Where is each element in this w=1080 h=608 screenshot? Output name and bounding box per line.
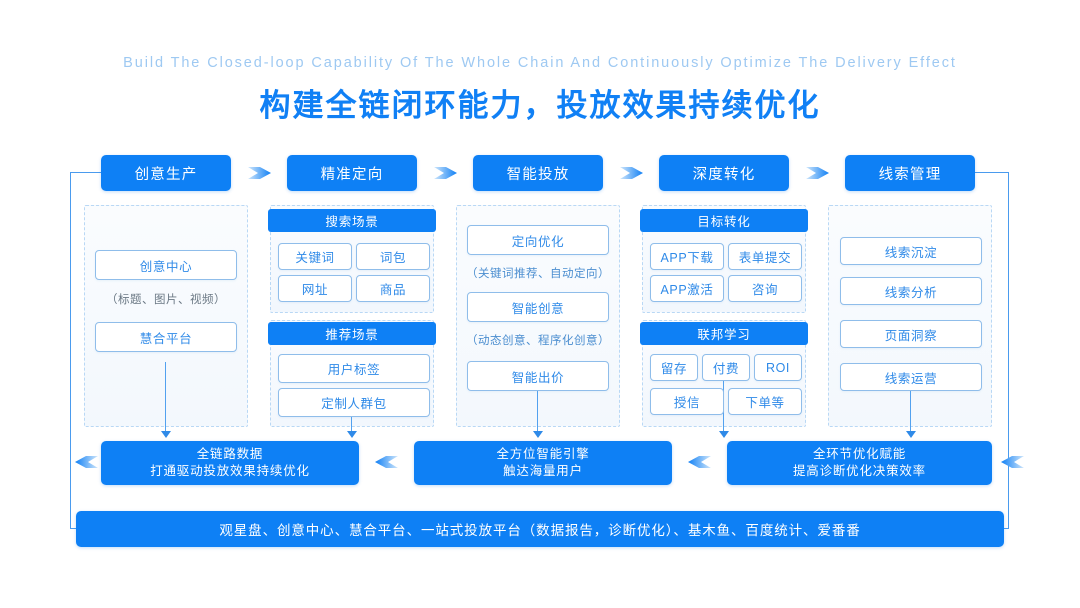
chevron-left-icon-3 bbox=[687, 452, 713, 472]
section-caption-target-conversion: 目标转化 bbox=[640, 209, 808, 232]
loop-line-right-horizontal bbox=[968, 172, 1009, 174]
chip-retention[interactable]: 留存 bbox=[650, 354, 698, 381]
note-creative-formats: （标题、图片、视频） bbox=[106, 294, 226, 306]
summary-line-1: 全方位智能引擎 bbox=[496, 447, 590, 461]
summary-line-2: 触达海量用户 bbox=[503, 464, 583, 478]
section-caption-recommend-scenario: 推荐场景 bbox=[268, 322, 436, 345]
chip-form-submit[interactable]: 表单提交 bbox=[728, 243, 802, 270]
chip-product[interactable]: 商品 bbox=[356, 275, 430, 302]
chip-creative-center[interactable]: 创意中心 bbox=[95, 250, 237, 280]
note-targeting-optimization: （关键词推荐、自动定向） bbox=[466, 268, 610, 280]
chip-lead-collection[interactable]: 线索沉淀 bbox=[840, 237, 982, 265]
chip-app-activate[interactable]: APP激活 bbox=[650, 275, 724, 302]
summary-line-2: 打通驱动投放效果持续优化 bbox=[150, 464, 310, 478]
summary-line-2: 提高诊断优化决策效率 bbox=[792, 464, 926, 478]
chip-lead-operation[interactable]: 线索运营 bbox=[840, 363, 982, 391]
chevron-right-icon-4 bbox=[804, 163, 832, 183]
platform-list-bar[interactable]: 观星盘、创意中心、慧合平台、一站式投放平台（数据报告，诊断优化）、基木鱼、百度统… bbox=[76, 511, 1004, 547]
chip-lead-analysis[interactable]: 线索分析 bbox=[840, 277, 982, 305]
chip-app-download[interactable]: APP下载 bbox=[650, 243, 724, 270]
chevron-right-icon-3 bbox=[618, 163, 646, 183]
flow-arrow-down-1 bbox=[160, 362, 172, 440]
chevron-right-icon-2 bbox=[432, 163, 460, 183]
chip-targeting-optimization[interactable]: 定向优化 bbox=[467, 225, 609, 255]
chip-credit[interactable]: 授信 bbox=[650, 388, 724, 415]
summary-line-1: 全环节优化赋能 bbox=[812, 447, 907, 461]
summary-line-1: 全链路数据 bbox=[196, 447, 264, 461]
chevron-left-icon-4 bbox=[1000, 452, 1026, 472]
chip-user-tag[interactable]: 用户标签 bbox=[278, 354, 430, 383]
stage-header-deep-conversion[interactable]: 深度转化 bbox=[659, 155, 789, 191]
flow-arrow-down-3 bbox=[532, 378, 544, 440]
page-title: 构建全链闭环能力，投放效果持续优化 bbox=[259, 88, 821, 123]
summary-box-full-chain-data[interactable]: 全链路数据 打通驱动投放效果持续优化 bbox=[101, 441, 359, 485]
summary-box-optimization-empowerment[interactable]: 全环节优化赋能 提高诊断优化决策效率 bbox=[727, 441, 992, 485]
loop-line-right-vertical bbox=[1008, 173, 1010, 529]
chip-consult[interactable]: 咨询 bbox=[728, 275, 802, 302]
note-smart-creative: （动态创意、程序化创意） bbox=[466, 335, 610, 347]
chip-huihe-platform[interactable]: 慧合平台 bbox=[95, 322, 237, 352]
chip-url[interactable]: 网址 bbox=[278, 275, 352, 302]
chip-roi[interactable]: ROI bbox=[754, 354, 802, 381]
section-caption-search-scenario: 搜索场景 bbox=[268, 209, 436, 232]
chip-smart-creative[interactable]: 智能创意 bbox=[467, 292, 609, 322]
stage-header-lead-management[interactable]: 线索管理 bbox=[845, 155, 975, 191]
chip-smart-bidding[interactable]: 智能出价 bbox=[467, 361, 609, 391]
page-subtitle-english: Build The Closed-loop Capability Of The … bbox=[123, 55, 957, 71]
stage-header-smart-delivery[interactable]: 智能投放 bbox=[473, 155, 603, 191]
loop-line-left-vertical bbox=[70, 173, 72, 529]
loop-line-left-horizontal bbox=[70, 172, 110, 174]
chevron-left-icon-2 bbox=[374, 452, 400, 472]
stage-header-creative-production[interactable]: 创意生产 bbox=[101, 155, 231, 191]
chip-word-pack[interactable]: 词包 bbox=[356, 243, 430, 270]
chevron-left-icon-1 bbox=[74, 452, 100, 472]
chip-order[interactable]: 下单等 bbox=[728, 388, 802, 415]
chip-page-insight[interactable]: 页面洞察 bbox=[840, 320, 982, 348]
flow-arrow-down-5 bbox=[905, 380, 917, 440]
chevron-right-icon-1 bbox=[246, 163, 274, 183]
chip-payment[interactable]: 付费 bbox=[702, 354, 750, 381]
section-caption-federated-learning: 联邦学习 bbox=[640, 322, 808, 345]
chip-keyword[interactable]: 关键词 bbox=[278, 243, 352, 270]
summary-box-smart-engine[interactable]: 全方位智能引擎 触达海量用户 bbox=[414, 441, 672, 485]
chip-custom-audience[interactable]: 定制人群包 bbox=[278, 388, 430, 417]
stage-header-precise-targeting[interactable]: 精准定向 bbox=[287, 155, 417, 191]
